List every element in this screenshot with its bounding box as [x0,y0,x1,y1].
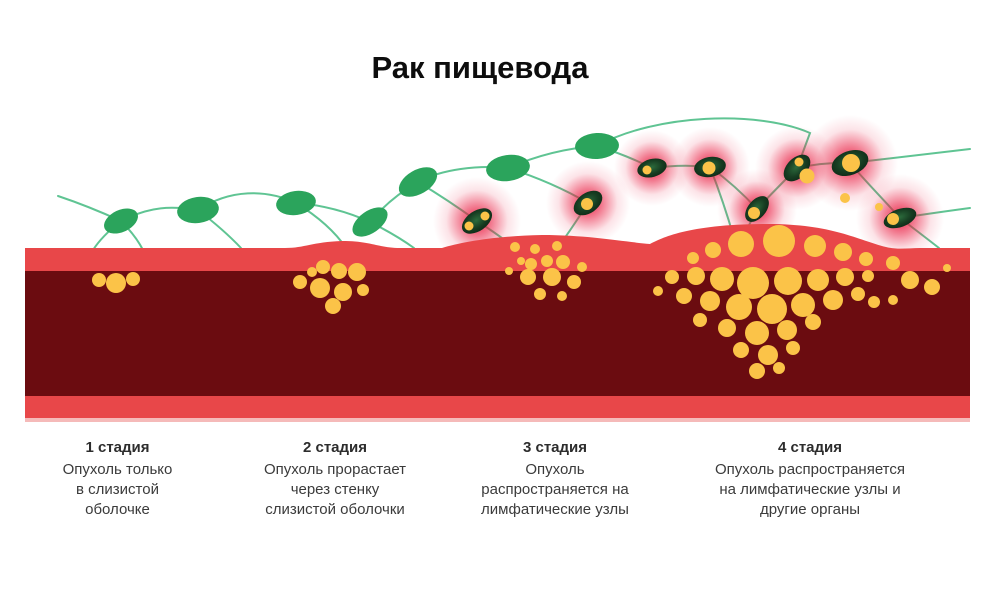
healthy-lymph-node [352,207,388,237]
esophagus-wall-outer [25,224,970,418]
stage-4-description-line: на лимфатические узлы и [719,481,901,498]
stage-2-name: 2 стадия [302,439,368,456]
tumor-cluster-stage-2 [293,260,369,314]
affected-lymph-node [883,207,917,229]
cancer-cell [581,198,593,210]
cancer-cell [480,211,490,221]
stage-3-label: 3 стадия Опухоль распространяется на лим… [450,438,660,520]
stage-4-description-line: другие органы [759,501,861,518]
affected-lymph-node [745,196,769,222]
stage-1-name: 1 стадия [85,439,150,456]
healthy-lymph-node [276,190,316,216]
cancer-cell-dots [464,154,899,231]
cancer-cell [642,165,652,175]
cancer-cell [702,161,716,175]
stage-1-description-line: Опухоль только [62,461,173,478]
node-glow [614,130,690,206]
affected-lymph-node [637,158,667,178]
healthy-lymph-node [398,167,438,197]
stage-4-name: 4 стадия [777,439,843,456]
healthy-lymph-nodes [104,132,619,237]
stage-2-label: 2 стадия Опухоль прорастает через стенку… [240,438,430,520]
affected-lymph-node [831,149,869,177]
affected-lymph-node [694,156,726,178]
cancer-cell [799,168,815,184]
stage-3-name: 3 стадия [522,439,588,456]
floating-cancer-cell [840,193,850,203]
tumor-cluster-stage-4 [653,225,874,379]
affected-lymph-node [573,190,603,216]
stage-3-description-line: Опухоль [525,461,585,478]
node-glow [755,126,839,210]
healthy-lymph-node [486,154,530,182]
affected-node-glows [433,115,944,265]
stage-4-description-line: Опухоль распространяется [715,461,905,478]
node-glow [856,174,944,262]
stage-1-label: 1 стадия Опухоль только в слизистой обол… [25,438,210,520]
tumor-cluster-stage-1 [92,272,140,293]
node-glow [546,161,630,245]
stage-3-description-line: распространяется на [481,481,629,498]
esophagus-wall [25,224,970,422]
cancer-cell [887,213,899,225]
healthy-lymph-node [177,196,219,224]
node-glow [670,127,750,207]
affected-lymph-node [461,208,493,234]
cancer-cell [464,221,474,231]
stage-1-description-line: в слизистой [76,481,159,498]
affected-lymph-nodes [461,149,917,234]
node-glow [717,169,797,249]
cancer-cell [748,207,760,219]
cancer-cell [794,157,804,167]
tumor-cells [92,225,951,379]
stage-2-description-line: Опухоль прорастает [263,461,407,478]
tumor-scatter-right [868,256,951,308]
healthy-lymph-node [575,132,619,160]
lymph-vessel-network [57,117,971,251]
stage-3-description-line: лимфатические узлы [481,501,629,518]
stage-4-label: 4 стадия Опухоль распространяется на лим… [672,438,948,520]
healthy-lymph-node [104,208,138,234]
stage-2-description-line: слизистой оболочки [265,501,405,518]
affected-lymph-node [783,154,811,182]
esophagus-wall-edge [25,418,970,422]
floating-cancer-cell [875,203,883,211]
esophagus-wall-inner [25,271,970,396]
node-glow [802,115,898,211]
cancer-cell [842,154,860,172]
node-glow [433,177,521,265]
page-title: Рак пищевода [371,50,589,85]
stage-1-description-line: оболочке [85,501,150,518]
tumor-cluster-stage-3 [505,241,587,301]
stage-2-description-line: через стенку [290,481,380,498]
